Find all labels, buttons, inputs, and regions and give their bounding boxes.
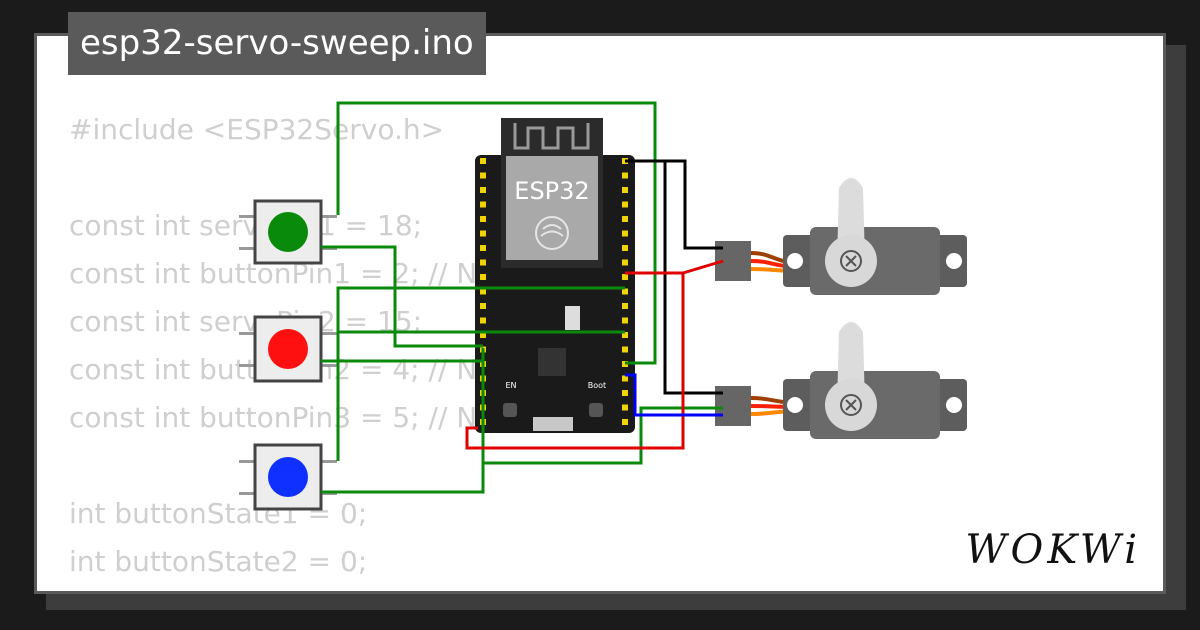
- header-pin[interactable]: [622, 332, 628, 338]
- red-button-cap[interactable]: [268, 329, 308, 369]
- en-button[interactable]: [503, 403, 517, 417]
- wire-green-mid: [336, 286, 625, 461]
- header-pin[interactable]: [480, 201, 486, 208]
- code-line: #include <ESP32Servo.h>: [69, 113, 445, 146]
- header-pin[interactable]: [622, 216, 628, 222]
- header-pin[interactable]: [622, 230, 628, 237]
- esp32-label: ESP32: [514, 177, 589, 205]
- project-title[interactable]: esp32-servo-sweep.ino: [68, 12, 486, 75]
- project-card[interactable]: #include <ESP32Servo.h> const int servoP…: [34, 33, 1166, 594]
- wire-green-bottom: [481, 406, 723, 465]
- boot-button[interactable]: [589, 403, 603, 417]
- header-pin[interactable]: [480, 259, 486, 266]
- wire-black-1: [625, 159, 723, 250]
- pushbutton-blue[interactable]: [239, 443, 337, 511]
- header-pin[interactable]: [622, 259, 628, 266]
- header-pin[interactable]: [622, 245, 628, 251]
- header-pin[interactable]: [622, 274, 628, 280]
- usb-chip: [538, 348, 566, 376]
- header-pin[interactable]: [622, 346, 628, 353]
- wire-blue: [625, 373, 723, 417]
- esp32-shield: [506, 156, 598, 260]
- header-pin[interactable]: [622, 172, 628, 179]
- wokwi-logo[interactable]: WOKWi: [965, 527, 1141, 573]
- header-pin[interactable]: [622, 187, 628, 193]
- esp32-board[interactable]: ESP32 EN Boot: [475, 118, 635, 433]
- header-pin[interactable]: [622, 419, 628, 425]
- wire-red-2: [682, 259, 724, 275]
- antenna-icon: [513, 123, 590, 150]
- header-pin[interactable]: [480, 274, 486, 280]
- header-pin[interactable]: [622, 303, 628, 309]
- header-pin[interactable]: [622, 390, 628, 396]
- pushbutton-red[interactable]: [239, 315, 337, 383]
- wire-black-2: [625, 159, 723, 395]
- usb-port: [533, 417, 573, 431]
- header-pin[interactable]: [622, 404, 628, 411]
- header-pin[interactable]: [480, 245, 486, 251]
- header-pin[interactable]: [622, 288, 628, 295]
- en-label: EN: [505, 381, 516, 390]
- wire-green-btn3: [321, 348, 485, 494]
- header-pin[interactable]: [480, 158, 486, 164]
- espressif-logo-icon: [535, 216, 569, 250]
- header-pin[interactable]: [480, 317, 486, 324]
- header-pin[interactable]: [480, 288, 486, 295]
- circuit-diagram: ESP32 EN Boot: [239, 101, 967, 511]
- blue-button-cap[interactable]: [268, 457, 308, 497]
- header-pin[interactable]: [480, 230, 486, 237]
- wire-green-btn1: [321, 245, 483, 348]
- header-pin[interactable]: [480, 187, 486, 193]
- header-pin[interactable]: [622, 317, 628, 324]
- code-line: int buttonState2 = 0;: [69, 545, 368, 578]
- green-button-cap[interactable]: [268, 212, 308, 252]
- header-pin[interactable]: [480, 216, 486, 222]
- header-pin[interactable]: [480, 172, 486, 179]
- header-pin[interactable]: [622, 375, 628, 382]
- wire-red-1: [465, 271, 685, 450]
- boot-label: Boot: [588, 381, 606, 390]
- header-pin[interactable]: [480, 303, 486, 309]
- header-pin[interactable]: [622, 201, 628, 208]
- wires: [321, 101, 724, 494]
- servo-motor-1[interactable]: [715, 178, 967, 295]
- pushbutton-green[interactable]: [239, 199, 337, 265]
- header-pin[interactable]: [480, 332, 486, 338]
- wire-green-top: [336, 101, 657, 365]
- servo-motor-2[interactable]: [715, 322, 967, 439]
